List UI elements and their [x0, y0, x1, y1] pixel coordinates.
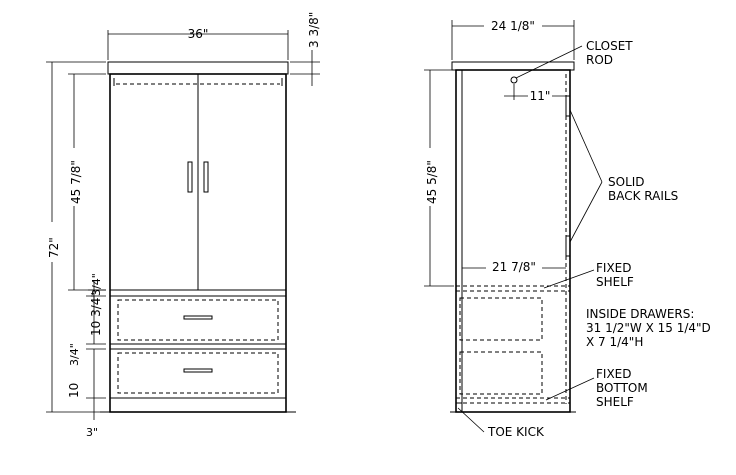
- side-interior-label: 45 5/8": [425, 160, 439, 204]
- front-drawer1-label: 10 3/4": [89, 292, 103, 336]
- callouts: CLOSET ROD SOLID BACK RAILS FIXED SHELF …: [457, 39, 711, 439]
- callout-closet-rod-2: ROD: [586, 53, 613, 67]
- side-top: [451, 61, 575, 71]
- side-shelf-depth-label: 21 7/8": [492, 260, 536, 274]
- callout-back-rails-2: BACK RAILS: [608, 189, 678, 203]
- callout-inside-drawers-3: X 7 1/4"H: [586, 335, 643, 349]
- side-rod: [510, 76, 518, 84]
- drawer-2-handle: [183, 368, 213, 373]
- side-depth-label: 24 1/8": [491, 19, 535, 33]
- callout-bottom-shelf-1: FIXED: [596, 367, 631, 381]
- front-view: [100, 61, 296, 413]
- front-drawer2-label: 10: [67, 383, 81, 398]
- front-upper-label: 45 7/8": [69, 160, 83, 204]
- callout-toe-kick: TOE KICK: [487, 425, 545, 439]
- door-handle-left: [187, 161, 193, 193]
- drawer-2-outline: [117, 352, 279, 394]
- side-body: [455, 69, 571, 413]
- door-handle-right: [203, 161, 209, 193]
- callout-closet-rod-1: CLOSET: [586, 39, 633, 53]
- drawer-1-outline: [117, 299, 279, 341]
- back-rail-lower: [565, 235, 571, 257]
- front-toe-label: 3": [86, 426, 98, 439]
- side-drawer-1: [459, 297, 543, 341]
- side-drawer-2: [459, 351, 543, 395]
- callout-bottom-shelf-2: BOTTOM: [596, 381, 648, 395]
- callout-inside-drawers-2: 31 1/2"W X 15 1/4"D: [586, 321, 711, 335]
- front-top-label: 3 3/8": [307, 12, 321, 48]
- front-drawer-gap-label: 3/4": [68, 343, 81, 366]
- callout-fixed-shelf-1: FIXED: [596, 261, 631, 275]
- callout-fixed-shelf-2: SHELF: [596, 275, 634, 289]
- front-shelf-gap-label: 3/4": [90, 273, 103, 296]
- callout-inside-drawers-1: INSIDE DRAWERS:: [586, 307, 694, 321]
- side-view: [450, 61, 576, 413]
- callout-bottom-shelf-3: SHELF: [596, 395, 634, 409]
- side-dimensions: 24 1/8" 45 5/8" 11" 21 7/8": [423, 18, 575, 287]
- front-overall-label: 72": [47, 237, 61, 258]
- front-top: [107, 61, 289, 75]
- front-width-label: 36": [188, 27, 209, 41]
- front-dimensions: 36" 3 3/8" 72" 45 7/8" 3/4" 10 3/4" 3/4": [45, 12, 321, 439]
- side-rod-offset-label: 11": [530, 89, 551, 103]
- callout-back-rails-1: SOLID: [608, 175, 645, 189]
- drawer-1-handle: [183, 315, 213, 320]
